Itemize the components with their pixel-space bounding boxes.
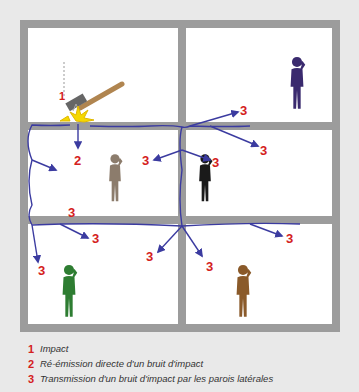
room — [186, 224, 332, 324]
callout-number: 3 — [260, 144, 267, 157]
callout-number: 3 — [146, 250, 153, 263]
callout-number: 1 — [59, 91, 65, 102]
room — [186, 28, 332, 122]
callout-number: 3 — [206, 260, 213, 273]
callout-number: 3 — [286, 232, 293, 245]
sound-path — [28, 112, 300, 262]
legend-text: Impact — [40, 344, 69, 354]
legend-text: Ré-émission directe d'un bruit d'impact — [40, 359, 203, 369]
callout-number: 3 — [92, 232, 99, 245]
callout-number: 3 — [38, 264, 45, 277]
person — [199, 154, 212, 201]
callout-number: 3 — [142, 154, 149, 167]
person — [63, 265, 78, 317]
impact-burst — [60, 106, 94, 122]
building-frame — [20, 20, 340, 332]
room — [186, 130, 332, 216]
callout-number: 3 — [68, 206, 75, 219]
person — [291, 57, 306, 109]
room — [28, 28, 178, 122]
legend-text: Transmission d'un bruit d'impact par les… — [40, 374, 273, 384]
person — [237, 265, 252, 317]
legend-number: 1 — [28, 344, 34, 355]
room — [28, 130, 178, 216]
callout-number: 2 — [74, 154, 81, 167]
legend-number: 2 — [28, 359, 34, 370]
legend-number: 3 — [28, 374, 34, 385]
room — [28, 224, 178, 324]
callout-number: 3 — [212, 156, 219, 169]
person — [109, 154, 122, 201]
callout-number: 3 — [240, 104, 247, 117]
hammer — [64, 62, 122, 111]
